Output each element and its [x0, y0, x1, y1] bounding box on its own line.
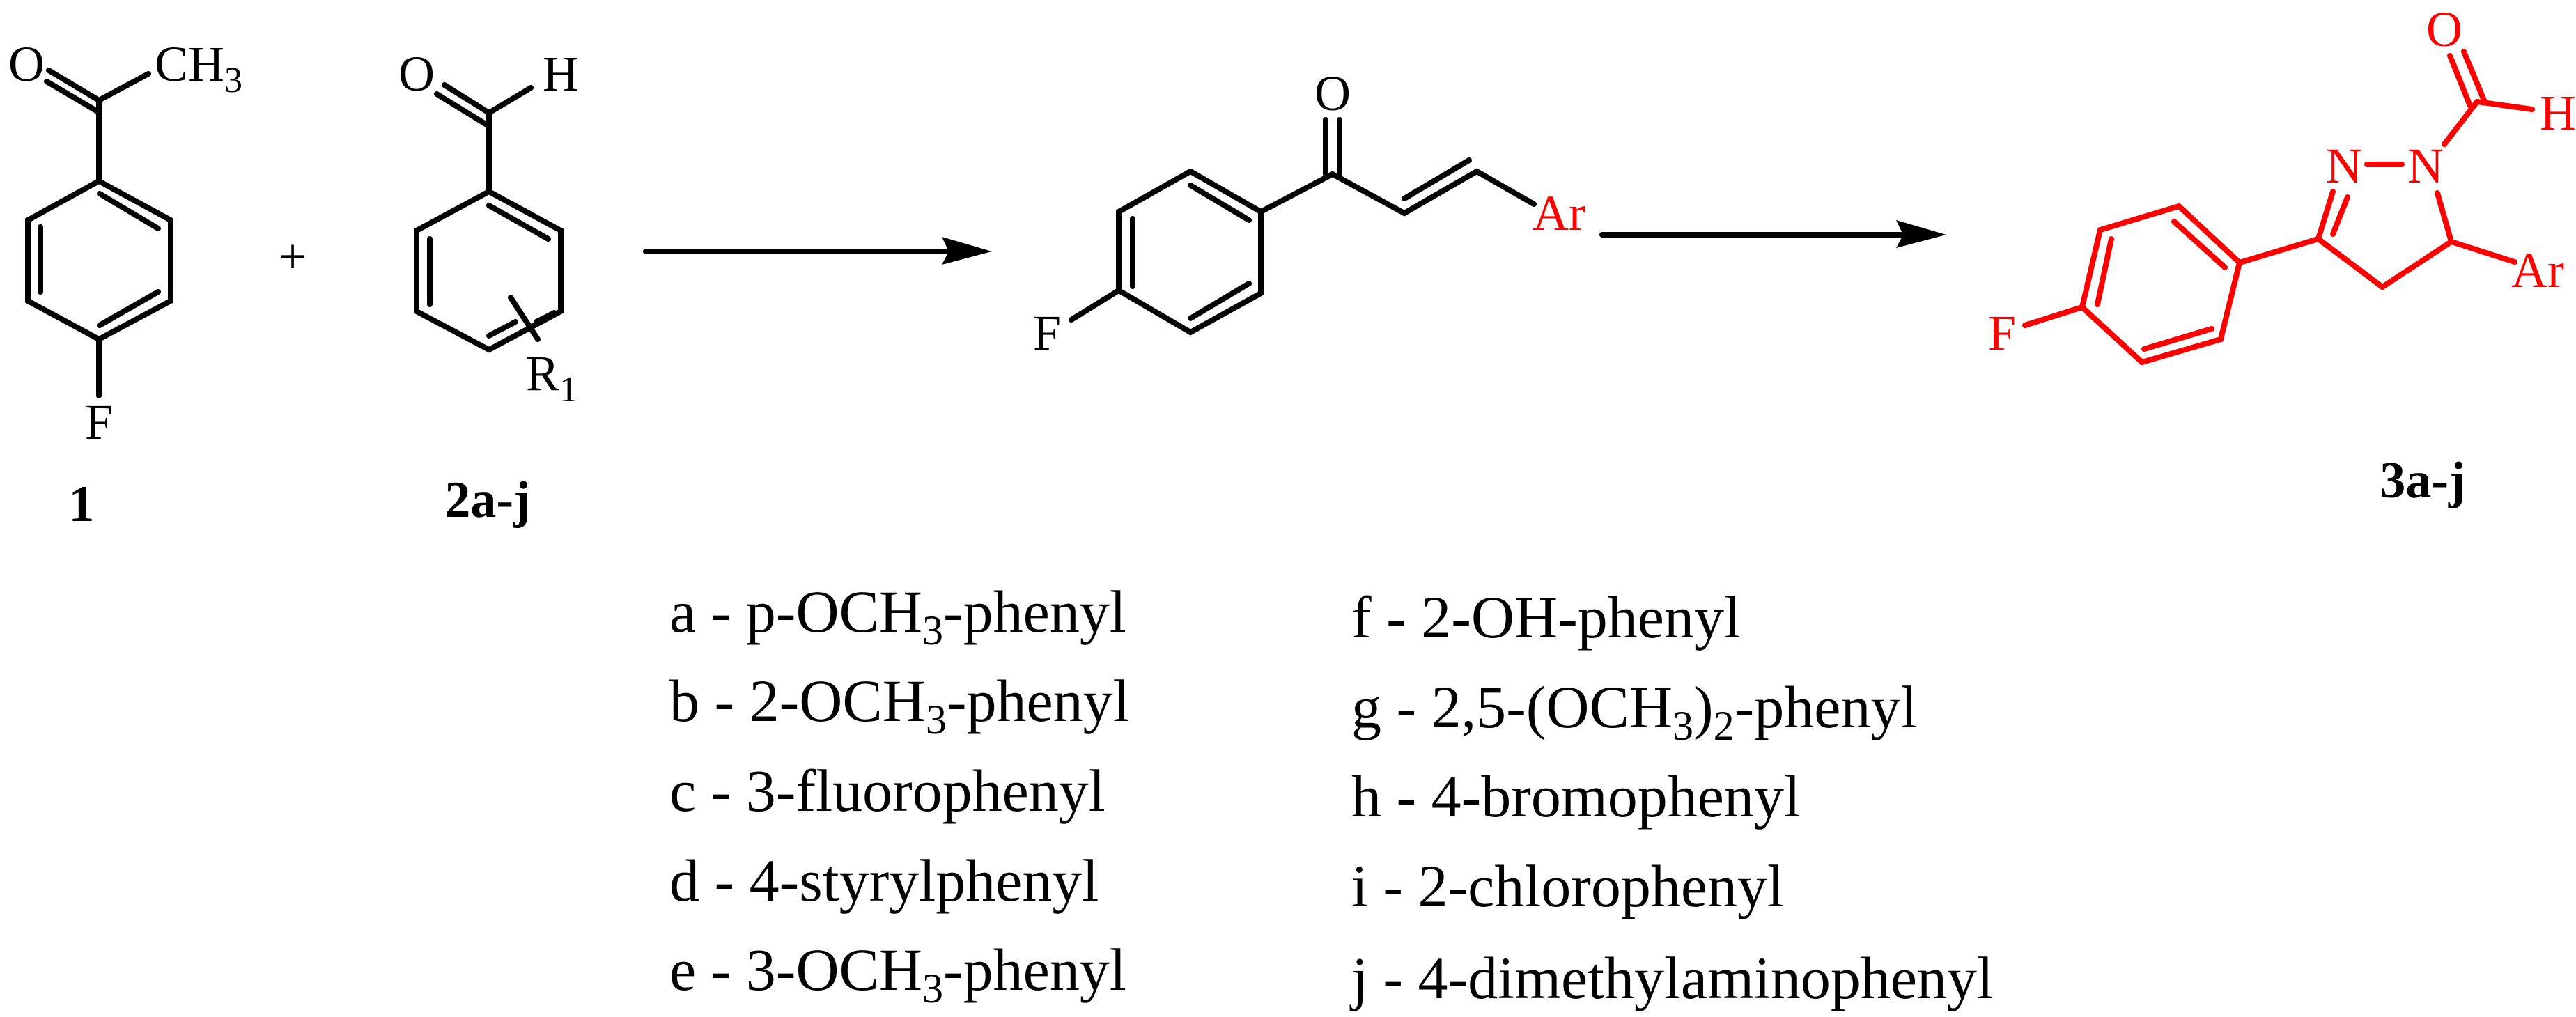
substituent-list: a - p-OCH3-phenyl b - 2-OCH3-phenyl c - 3-… [669, 578, 1994, 1011]
fluorine-atom: F [1988, 305, 2016, 361]
substituent-item: g - 2,5-(OCH3)2-phenyl [1351, 674, 1917, 749]
compound-1-structure: O CH3 F [8, 36, 242, 450]
hydrogen-atom: H [543, 46, 579, 102]
substituent-item: e - 3-OCH3-phenyl [669, 936, 1126, 1011]
oxygen-atom: O [398, 46, 435, 102]
hydrogen-atom: H [2540, 85, 2576, 141]
substituent-item: h - 4-bromophenyl [1351, 763, 1801, 830]
substituent-item: j - 4-dimethylaminophenyl [1349, 945, 1994, 1011]
chalcone-structure: O F Ar [1033, 65, 1585, 361]
compound-2-label: 2a-j [444, 472, 530, 529]
oxygen-atom: O [1314, 65, 1351, 121]
compound-1-label: 1 [69, 476, 95, 533]
substituent-item: i - 2-chlorophenyl [1351, 853, 1784, 919]
r1-substituent: R1 [526, 346, 577, 410]
plus-sign: + [279, 228, 307, 284]
aryl-group: Ar [1533, 185, 1585, 241]
compound-2-structure: O H R1 [398, 46, 579, 410]
fluorine-atom: F [1033, 305, 1061, 361]
oxygen-atom: O [8, 36, 45, 92]
substituent-item: d - 4-styrylphenyl [669, 847, 1099, 914]
fluorine-atom: F [85, 394, 113, 450]
methyl-group: CH3 [155, 36, 242, 100]
substituent-item: a - p-OCH3-phenyl [669, 578, 1126, 653]
nitrogen-atom-1: N [2407, 138, 2444, 194]
nitrogen-atom-2: N [2326, 138, 2362, 194]
substituent-item: f - 2-OH-phenyl [1351, 584, 1741, 651]
reaction-arrow-2 [1599, 220, 1946, 248]
substituent-item: b - 2-OCH3-phenyl [669, 667, 1130, 743]
reaction-arrow-1 [643, 237, 992, 265]
substituent-item: c - 3-fluorophenyl [669, 757, 1105, 824]
oxygen-atom: O [2426, 1, 2462, 57]
pyrazoline-product-structure: O H N N F Ar [1988, 1, 2576, 366]
aryl-group: Ar [2511, 242, 2564, 298]
compound-3-label: 3a-j [2380, 452, 2465, 509]
